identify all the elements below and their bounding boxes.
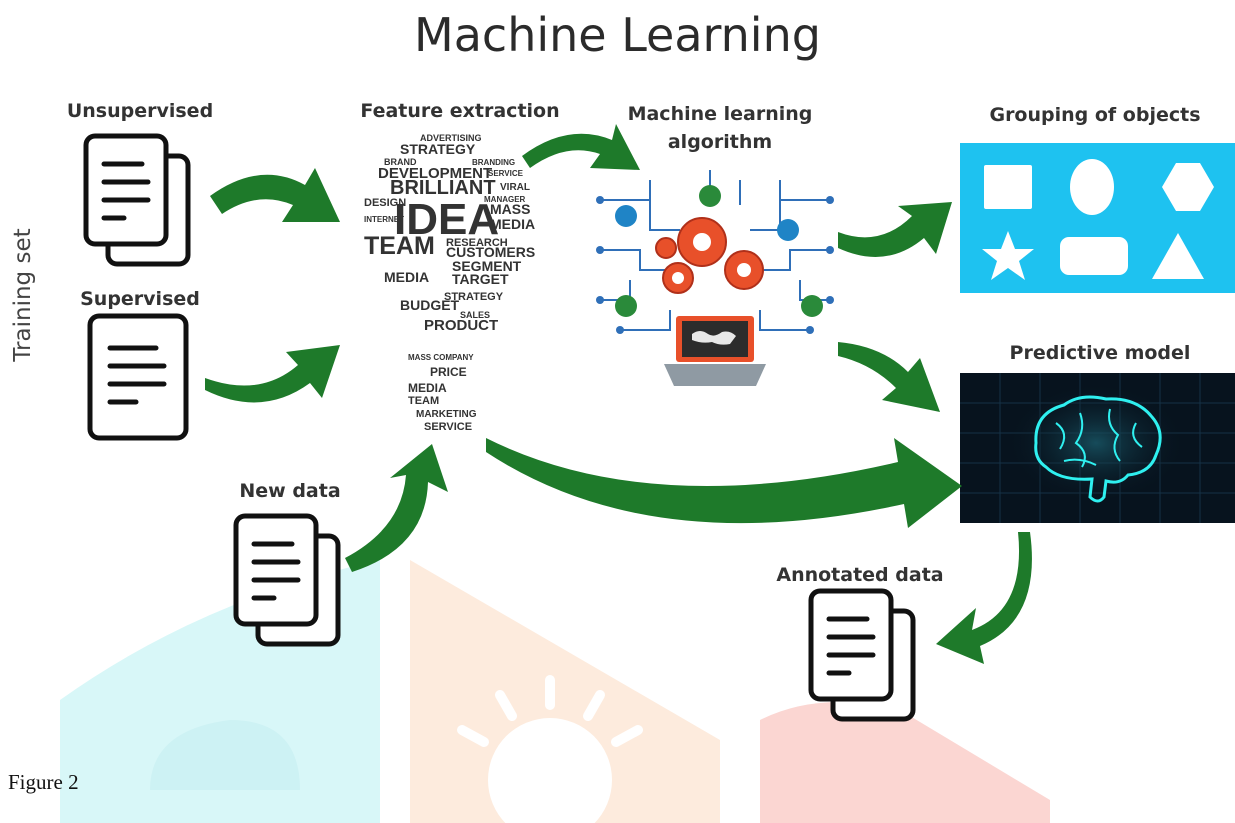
document-icon-new-data bbox=[233, 513, 341, 647]
wc-manager: MANAGER bbox=[484, 195, 526, 204]
arrow-predictive-to-annotated bbox=[936, 532, 1032, 664]
wc-internet: INTERNET bbox=[364, 215, 404, 224]
wc-strategy-2: STRATEGY bbox=[444, 291, 504, 303]
feature-extraction-label: Feature extraction bbox=[360, 100, 560, 122]
globe-badge-icon bbox=[699, 185, 721, 207]
wc-customers: CUSTOMERS bbox=[446, 244, 535, 260]
wc-brand: BRAND bbox=[384, 157, 417, 167]
supervised-label: Supervised bbox=[80, 288, 200, 310]
wc-product: PRODUCT bbox=[424, 317, 498, 334]
wc-development: DEVELOPMENT bbox=[378, 165, 492, 182]
new-data-label: New data bbox=[239, 480, 341, 502]
wc-advertising: ADVERTISING bbox=[420, 133, 482, 143]
wc-mass: MASS bbox=[490, 201, 530, 217]
triangle-shape bbox=[1152, 233, 1204, 279]
hexagon-shape bbox=[1162, 163, 1214, 211]
document-icon-annotated bbox=[808, 588, 916, 722]
predictive-model-label: Predictive model bbox=[1009, 342, 1191, 364]
arrow-unsupervised-to-feature bbox=[210, 168, 340, 222]
watermark-orange-shape bbox=[410, 560, 720, 823]
ellipse-shape bbox=[1070, 159, 1114, 215]
ml-algorithm-line1: Machine learning bbox=[627, 103, 813, 125]
watermark-cyan-bubble bbox=[150, 720, 300, 790]
predictive-model-panel bbox=[960, 373, 1235, 523]
page-title: Machine Learning bbox=[414, 8, 821, 62]
wc-strategy: STRATEGY bbox=[400, 141, 476, 157]
arrow-ml-to-grouping bbox=[838, 202, 952, 257]
wc-service: SERVICE bbox=[488, 169, 524, 178]
ml-algorithm-illustration bbox=[596, 170, 834, 386]
arrow-feature-to-ml bbox=[522, 124, 640, 170]
wc-budget: BUDGET bbox=[400, 297, 460, 313]
sync-badge-icon bbox=[777, 219, 799, 241]
cloud-badge-icon bbox=[615, 205, 637, 227]
wc-viral: VIRAL bbox=[500, 182, 530, 193]
brain-icon bbox=[1034, 395, 1162, 503]
wc-idea: IDEA bbox=[394, 195, 499, 244]
watermark-red-shape bbox=[760, 702, 1050, 823]
arrow-new-data-to-feature bbox=[345, 444, 448, 572]
wc-media-2: MEDIA bbox=[384, 269, 429, 285]
document-icon-unsupervised bbox=[83, 133, 191, 267]
wc-price: PRICE bbox=[430, 365, 467, 379]
wc-team-2: TEAM bbox=[408, 395, 439, 407]
unsupervised-label: Unsupervised bbox=[66, 100, 214, 122]
wc-media: MEDIA bbox=[490, 216, 535, 232]
wc-service-2: SERVICE bbox=[424, 421, 472, 433]
wc-research: RESEARCH bbox=[446, 237, 508, 249]
wc-team: TEAM bbox=[364, 232, 435, 260]
ml-algorithm-line2: algorithm bbox=[667, 131, 773, 153]
bulb-badge-icon bbox=[615, 295, 637, 317]
wc-branding: BRANDING bbox=[472, 158, 515, 167]
wc-media-3: MEDIA bbox=[408, 381, 447, 395]
wc-design: DESIGN bbox=[364, 197, 406, 209]
watermark-sun-circle bbox=[488, 718, 612, 823]
arrow-feature-to-predictive bbox=[486, 438, 962, 528]
annotated-data-label: Annotated data bbox=[776, 564, 944, 586]
wc-sales: SALES bbox=[460, 310, 490, 320]
wc-segment: SEGMENT bbox=[452, 258, 522, 274]
document-icon-supervised bbox=[87, 313, 189, 441]
arrow-ml-to-predictive bbox=[838, 342, 940, 412]
lightbulb-word-cloud: ADVERTISING STRATEGY BRAND BRANDING DEVE… bbox=[364, 133, 535, 433]
settings-badge-icon bbox=[801, 295, 823, 317]
grouping-panel bbox=[960, 143, 1235, 293]
star-shape bbox=[982, 231, 1034, 280]
arrow-supervised-to-feature bbox=[205, 345, 340, 403]
figure-caption: Figure 2 bbox=[8, 770, 79, 794]
wc-target: TARGET bbox=[452, 271, 509, 287]
wc-brilliant: BRILLIANT bbox=[390, 177, 496, 199]
laptop-base bbox=[664, 364, 766, 386]
gear-icon-4 bbox=[655, 237, 677, 259]
grouping-label: Grouping of objects bbox=[989, 104, 1201, 126]
wc-marketing: MARKETING bbox=[416, 409, 477, 420]
rounded-rect-shape bbox=[1060, 237, 1128, 275]
ml-algorithm-label: Machine learning algorithm bbox=[600, 100, 840, 156]
square-shape bbox=[984, 165, 1032, 209]
wc-mass-company: MASS COMPANY bbox=[408, 353, 474, 362]
